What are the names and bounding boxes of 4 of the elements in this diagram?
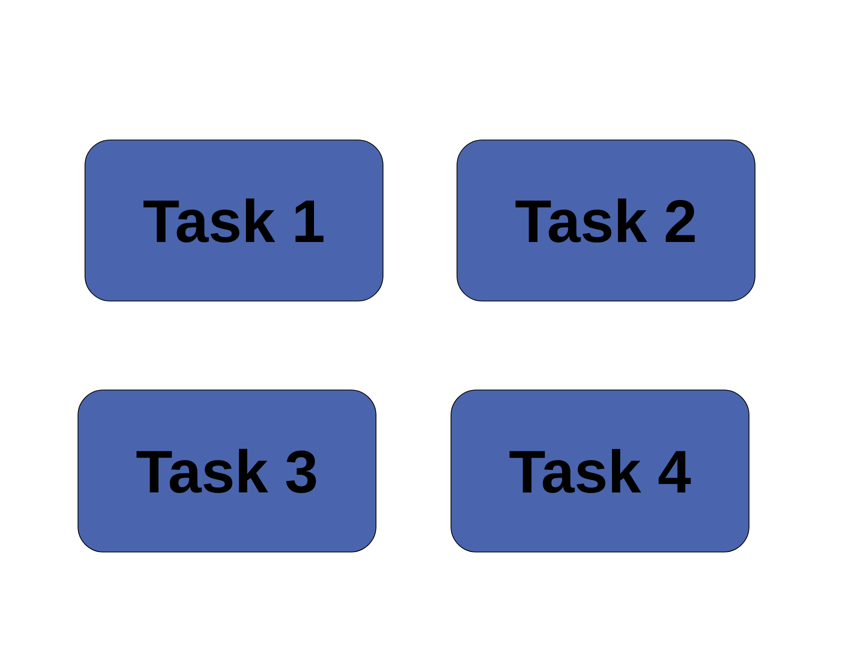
task-box: Task 1 [84, 140, 384, 302]
task-box: Task 3 [78, 390, 376, 552]
task-box: Task 2 [456, 140, 756, 302]
task-box: Task 4 [450, 390, 750, 552]
